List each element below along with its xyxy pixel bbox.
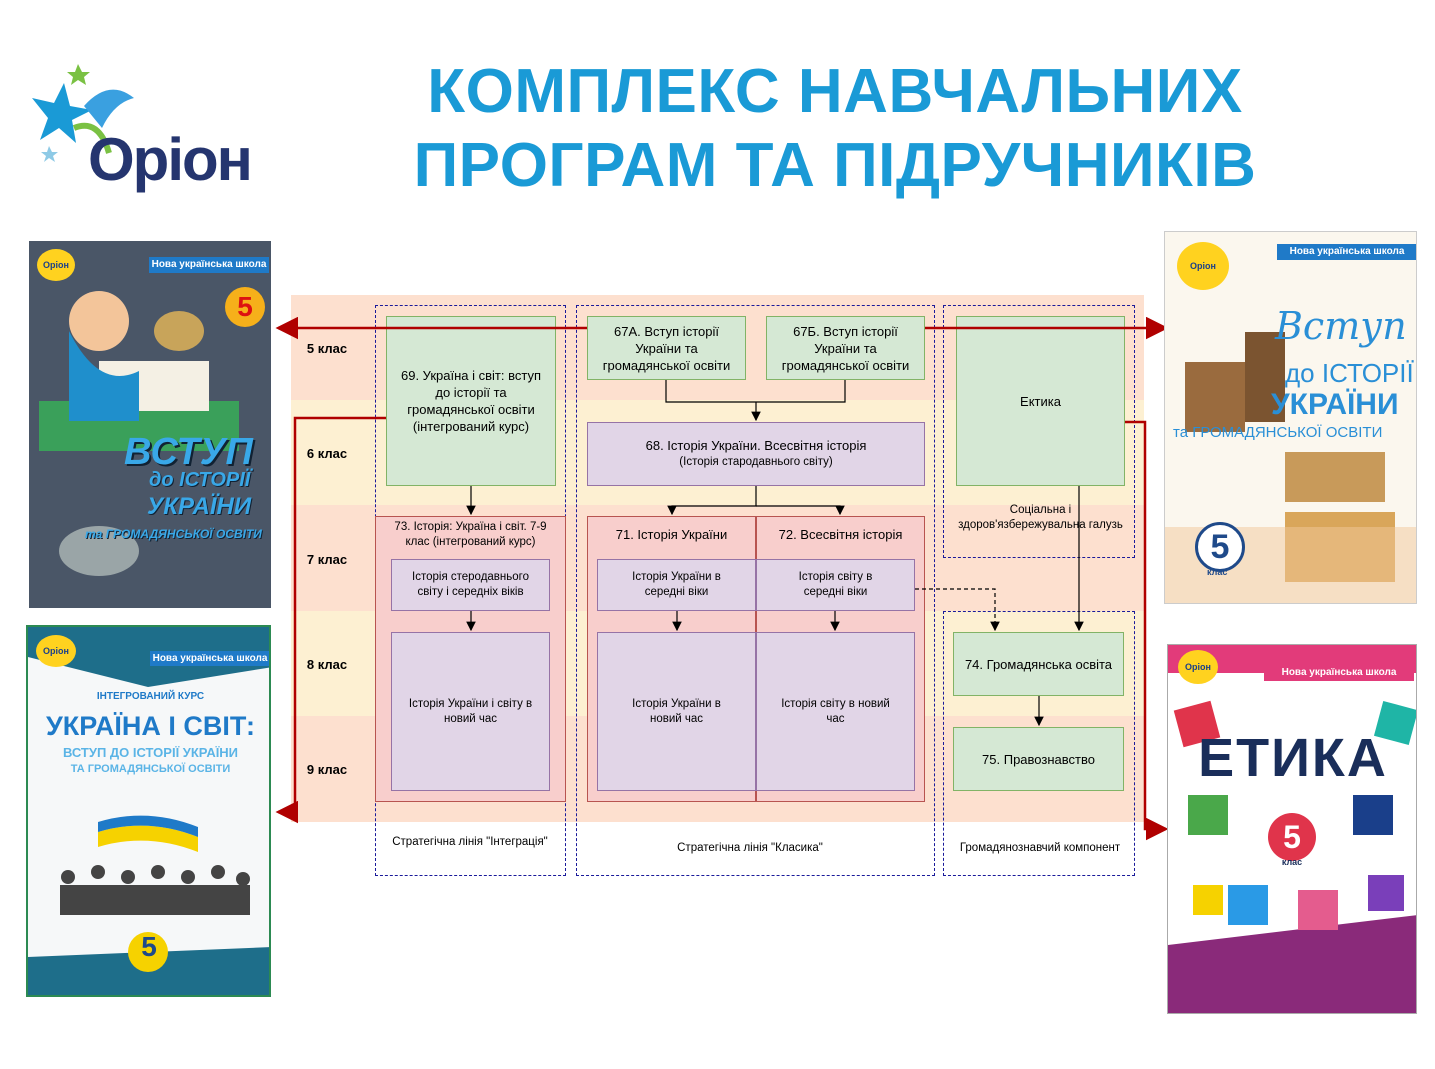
page-title: КОМПЛЕКС НАВЧАЛЬНИХ ПРОГРАМ ТА ПІДРУЧНИК…	[330, 55, 1340, 203]
grade-label: клас	[1281, 857, 1303, 867]
publisher-badge: Оріон	[1178, 650, 1218, 684]
book-title-3: УКРАЇНИ	[147, 493, 252, 520]
grade-badge: 5	[225, 287, 265, 327]
title-line-1: КОМПЛЕКС НАВЧАЛЬНИХ	[427, 57, 1243, 126]
box-67b: 67Б. Вступ історії України та громадянсь…	[766, 316, 925, 380]
kicker: ІНТЕГРОВАНИЙ КУРС	[96, 691, 205, 702]
book-cover-intro-history: Оріон Нова українська школа 5 ВСТУП до І…	[29, 241, 271, 608]
series-label: Нова українська школа	[150, 651, 269, 666]
book-title-2: до ІСТОРІЇ	[1285, 358, 1414, 388]
orion-logo	[14, 58, 274, 208]
box-75: 75. Правознавство	[953, 727, 1124, 791]
book-cover-intro-history-2: Оріон Нова українська школа Вступ до ІСТ…	[1164, 231, 1417, 604]
book-title-4: та ГРОМАДЯНСЬКОЇ ОСВІТИ	[85, 527, 262, 541]
book-title-1: УКРАЇНА І СВІТ:	[46, 711, 255, 741]
integration-ancient-medieval: Історія стеродавнього світу і середніх в…	[391, 559, 550, 611]
grade-label-6: 6 клас	[306, 446, 348, 461]
grade-number: 5	[1268, 813, 1316, 861]
book-title-3: УКРАЇНИ	[1271, 388, 1399, 421]
civic-frame	[943, 611, 1135, 876]
social-caption: Соціальна і здоров'язбережувальна галузь	[958, 504, 1123, 531]
grade-label-7: 7 клас	[306, 552, 348, 567]
book-title-2: до ІСТОРІЇ	[149, 469, 251, 491]
grade-label-5: 5 клас	[306, 341, 348, 356]
title-line-2: ПРОГРАМ ТА ПІДРУЧНИКІВ	[413, 131, 1257, 200]
box-69: 69. Україна і світ: вступ до історії та …	[386, 316, 556, 486]
book-title-3: ТА ГРОМАДЯНСЬКОЇ ОСВІТИ	[70, 763, 231, 775]
civic-caption: Громадянознавчий компонент	[959, 842, 1121, 854]
ua-modern: Історія України в новий час	[597, 632, 756, 791]
social-frame	[943, 305, 1135, 558]
integration-caption: Стратегічна лінія "Інтеграція"	[392, 836, 548, 848]
series-label: Нова українська школа	[1277, 244, 1416, 260]
world-modern: Історія світу в новий час	[756, 632, 915, 791]
grade-label-8: 8 клас	[306, 657, 348, 672]
grade-number: 5	[141, 931, 157, 962]
box-68: 68. Історія України. Всесвітня історія (…	[587, 422, 925, 486]
scholar-illustration	[39, 291, 239, 576]
logo-text: Оріон	[88, 126, 253, 193]
classic-caption: Стратегічна лінія "Класика"	[677, 842, 823, 854]
cover-decoration	[28, 627, 269, 995]
publisher-badge: Оріон	[36, 635, 76, 667]
box-74: 74. Громадянська освіта	[953, 632, 1124, 696]
book-title-4: та ГРОМАДЯНСЬКОЇ ОСВІТИ	[1173, 424, 1383, 441]
publisher-badge: Оріон	[1177, 242, 1229, 290]
grade-number: 5	[1195, 522, 1245, 572]
box-67a: 67А. Вступ історії України та громадянсь…	[587, 316, 746, 380]
book-title-1: ВСТУП	[124, 431, 253, 473]
grade-label: клас	[1207, 567, 1228, 577]
book-title-2: ВСТУП ДО ІСТОРІЇ УКРАЇНИ	[62, 745, 239, 760]
series-label: Нова українська школа	[149, 257, 269, 273]
book-title: ЕТИКА	[1198, 728, 1388, 788]
ua-middle-ages: Історія України в середні віки	[597, 559, 756, 611]
box-ethics: Ектика	[956, 316, 1125, 486]
world-middle-ages: Історія світу в середні віки	[756, 559, 915, 611]
publisher-badge: Оріон	[37, 249, 75, 281]
classic-frame	[576, 305, 935, 876]
book-cover-ukraine-world: Оріон Нова українська школа ІНТЕГРОВАНИЙ…	[26, 625, 271, 997]
book-title-1: Вступ	[1275, 304, 1407, 348]
grade-label-9: 9 клас	[306, 762, 348, 777]
book-cover-ethics: Оріон Нова українська школа ЕТИКА 5 клас	[1167, 644, 1417, 1014]
integration-modern: Історія України і світу в новий час	[391, 632, 550, 791]
logo-star-icon	[32, 64, 134, 162]
series-label: Нова українська школа	[1264, 665, 1414, 681]
